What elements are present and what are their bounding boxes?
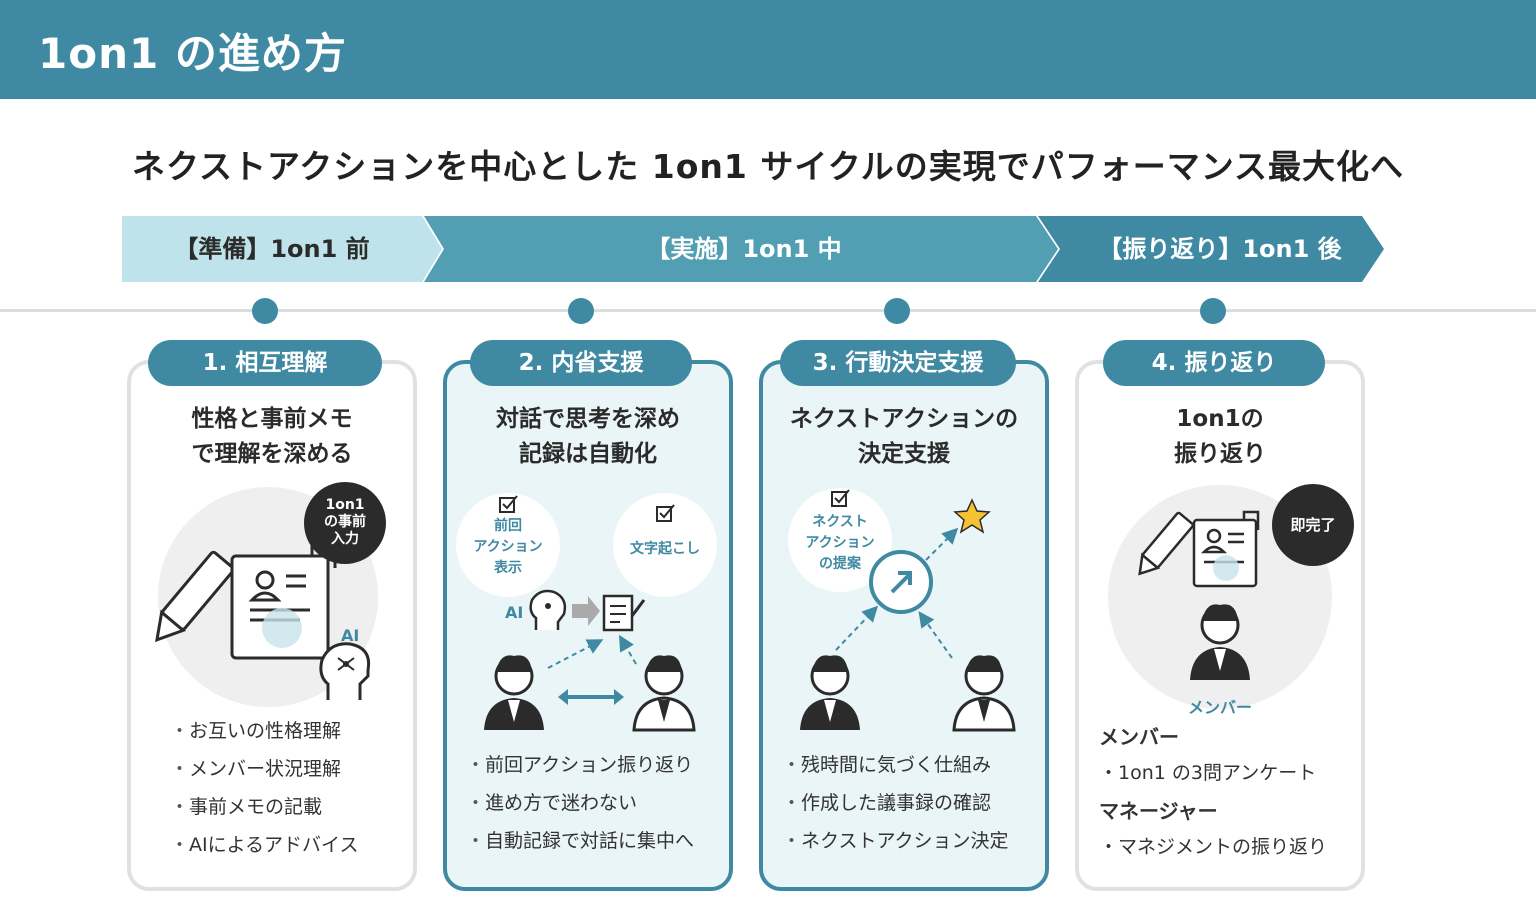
circle-label-line: アクション: [805, 535, 875, 551]
phase-arrow-during: [424, 216, 1058, 282]
circle-label-line: 表示: [494, 560, 522, 576]
header-bar: 1on1 の進め方: [0, 0, 1536, 99]
page-title: 1on1 の進め方: [38, 29, 347, 78]
bullet-item: 作成した議事録の確認: [782, 784, 1009, 822]
role-item-text: マネジメントの振り返り: [1118, 836, 1328, 858]
pencil-icon: [155, 550, 235, 643]
heading-line: で理解を深める: [191, 441, 353, 467]
transcription-label: 文字起こし: [630, 541, 700, 557]
person-icon: [484, 655, 544, 730]
bubble-line: 入力: [331, 531, 359, 547]
checkbox-icon: [831, 489, 850, 507]
next-action-proposal-label: ネクスト アクション の提案: [790, 512, 890, 575]
heading-line: 対話で思考を深め: [496, 406, 680, 432]
heading-line: 決定支援: [858, 441, 950, 467]
bubble-line: 1on1: [325, 497, 365, 513]
heading-line: 記録は自動化: [519, 441, 657, 467]
circle-label-line: の提案: [819, 556, 861, 572]
phase-arrow-after: [1038, 216, 1384, 282]
notepad-icon: [602, 594, 646, 632]
ai-label: AI: [505, 603, 524, 622]
role-member-item: ・1on1 の3問アンケート: [1099, 762, 1317, 784]
phase-arrows: 【準備】1on1 前 【実施】1on1 中 【振り返り】1on1 後: [0, 214, 1536, 284]
bullet-item: 自動記録で対話に集中へ: [466, 822, 694, 860]
bullet-item: AIによるアドバイス: [170, 826, 358, 864]
step-badge-4: 4. 振り返り: [1103, 340, 1325, 386]
bullet-item: メンバー状況理解: [170, 750, 358, 788]
bullet-item: お互いの性格理解: [170, 712, 358, 750]
heading-line: 1on1の: [1176, 406, 1264, 432]
person-icon: [952, 655, 1016, 732]
timeline-dot: [1200, 298, 1226, 324]
pre-input-bubble: 1on1 の事前 入力: [304, 482, 386, 564]
circle-label-line: 前回: [494, 518, 522, 534]
step-bullets-2: 前回アクション振り返り 進め方で迷わない 自動記録で対話に集中へ: [466, 746, 694, 860]
step-bullets-1: お互いの性格理解 メンバー状況理解 事前メモの記載 AIによるアドバイス: [170, 712, 358, 864]
bubble-line: の事前: [324, 514, 366, 530]
timeline-dot: [252, 298, 278, 324]
step-heading-2: 対話で思考を深め 記録は自動化: [443, 402, 733, 472]
bullet-item: 進め方で迷わない: [466, 784, 694, 822]
star-icon: [953, 498, 991, 534]
step-badge-1: 1. 相互理解: [148, 340, 382, 386]
timeline-dot: [884, 298, 910, 324]
circle-label-line: ネクスト: [812, 514, 868, 530]
bidirectional-arrow-icon: [558, 689, 624, 705]
heading-line: 性格と事前メモ: [191, 406, 353, 432]
role-manager: マネージャー: [1099, 799, 1218, 823]
action-illustration: [788, 488, 1016, 732]
person-icon: [1190, 604, 1250, 680]
step-bullets-3: 残時間に気づく仕組み 作成した議事録の確認 ネクストアクション決定: [782, 746, 1009, 860]
circle-label-line: アクション: [473, 539, 543, 555]
phase-arrow-before: [122, 216, 442, 282]
ai-label: AI: [341, 626, 360, 645]
document-icon: [230, 542, 337, 660]
step-heading-4: 1on1の 振り返り: [1075, 402, 1365, 472]
role-member: メンバー: [1099, 725, 1179, 749]
role-manager-item: ・マネジメントの振り返り: [1099, 836, 1328, 858]
phase-label-during: 【実施】1on1 中: [646, 235, 842, 263]
document-icon: [1192, 510, 1260, 588]
member-label: メンバー: [1187, 698, 1252, 717]
step-badge-3: 3. 行動決定支援: [780, 340, 1016, 386]
person-icon: [800, 655, 860, 730]
instant-complete-bubble: 即完了: [1272, 484, 1354, 566]
step-heading-3: ネクストアクションの 決定支援: [759, 402, 1049, 472]
bullet-item: 残時間に気づく仕組み: [782, 746, 1009, 784]
heading-line: ネクストアクションの: [789, 406, 1019, 432]
bullet-item: ネクストアクション決定: [782, 822, 1008, 860]
checkbox-icon: [656, 504, 675, 522]
step-badge-2: 2. 内省支援: [470, 340, 692, 386]
phase-arrow-shapes: [122, 216, 1384, 282]
previous-action-label: 前回 アクション 表示: [458, 516, 558, 579]
phase-label-before: 【準備】1on1 前: [174, 235, 370, 263]
ai-head-icon: [319, 642, 371, 700]
page-subtitle: ネクストアクションを中心とした 1on1 サイクルの実現でパフォーマンス最大化へ: [131, 147, 1405, 186]
pencil-icon: [1138, 511, 1195, 576]
bullet-item: 前回アクション振り返り: [466, 746, 694, 784]
checkbox-icon: [499, 495, 518, 513]
person-icon: [632, 655, 696, 732]
bullet-item: 事前メモの記載: [170, 788, 358, 826]
heading-line: 振り返り: [1174, 441, 1266, 467]
role-item-text: 1on1 の3問アンケート: [1118, 762, 1317, 784]
step-heading-1: 性格と事前メモ で理解を深める: [127, 402, 417, 472]
phase-label-after: 【振り返り】1on1 後: [1098, 235, 1342, 263]
arrow-right-icon: [572, 596, 600, 626]
dialogue-illustration: [456, 493, 717, 732]
timeline-dot: [568, 298, 594, 324]
ai-brain-icon: [529, 589, 567, 630]
target-arrow-icon: [869, 550, 933, 614]
timeline-line: [0, 309, 1536, 312]
